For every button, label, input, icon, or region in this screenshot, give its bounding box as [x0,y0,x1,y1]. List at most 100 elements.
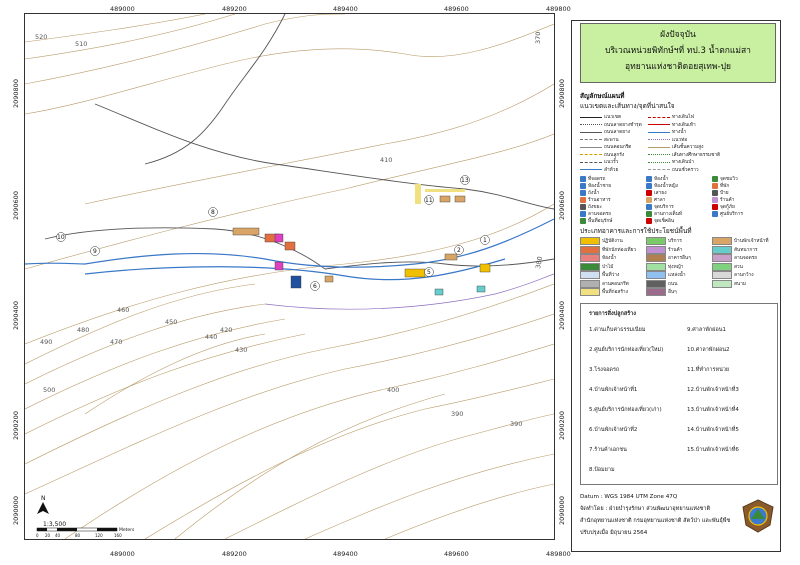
area-swatch [712,262,732,271]
area-swatch [712,237,732,245]
place-list-item: 1.ด่านเก็บค่าธรรมเนียม [589,327,646,333]
legend-line-label: สะพาน [604,137,619,143]
legend-area-label: บริการ [668,239,682,244]
legend-symbol-item: ร้านค้า [712,196,734,204]
place-list-item: 14.บ้านพักเจ้าหน้าที่5 [687,427,739,433]
area-swatch [580,237,600,245]
legend-line-item: แนวรั้ว [580,158,618,166]
area-swatch [580,262,600,271]
area-swatch [712,279,732,288]
map-symbol-icon [712,204,718,210]
coord-right-5: 2090000 [558,496,566,525]
legend-area-item: แหล่งน้ำ [646,271,686,279]
legend-area-item: บ้านพักเจ้าหน้าที่ [712,237,769,245]
legend-line-item: ทางน้ำ [648,128,686,136]
coord-top-2: 489200 [222,5,247,13]
map-symbol-icon [580,190,586,196]
svg-text:160: 160 [114,533,122,538]
legend-area-item: ห้องน้ำ [580,254,616,262]
legend-symbol-label: ลานจอดรถ [588,212,612,217]
legend-line-item: ถนนคอนกรีต [580,143,631,151]
legend-area-label: ทุ่งหญ้า [668,264,684,270]
legend-line-item: ลำห้วย [580,166,618,174]
legend-symbol-item: ที่พัก [712,182,729,190]
legend-area-item: พื้นที่ก่อสร้าง [580,288,628,296]
legend-line-item: ถนนลูกรัง [580,151,624,159]
scale-ratio: 1:3,500 [43,521,66,528]
map-symbol-icon [646,211,652,217]
contour-label-420: 420 [220,326,232,334]
legend-area-label: ป่าไม้ [602,264,614,270]
legend-area-item: สนาม [712,279,746,288]
legend-area-item: ทุ่งหญ้า [646,262,684,271]
legend-line-label: ถนนลาดยาง [604,130,631,135]
area-swatch [712,254,732,262]
legend-area-item: ถนน [646,279,678,288]
footer: Datum : WGS 1984 UTM Zone 47Q จัดทำโดย :… [580,491,740,539]
north-arrow-icon: N [37,495,49,514]
legend-line-label: แนวท่อ [672,137,688,143]
line-style-icon [580,116,602,118]
map-frame[interactable]: 1 2 5 6 8 9 10 11 13 520 510 370 410 380… [24,13,555,540]
legend-area-label: ถนน [668,281,678,287]
legend-line-label: ทางเดินเท้า [672,122,696,128]
legend-symbol-label: ลานกางเต็นท์ [654,212,683,217]
legend-line-label: ถนนลูกรัง [604,152,625,158]
coord-right-3: 2090400 [558,301,566,330]
legend-symbol-item: ห้องน้ำหญิง [646,182,678,190]
coord-left-2: 2090600 [12,191,20,220]
legend-area-label: บ้านพักเจ้าหน้าที่ [734,239,769,244]
legend-line-label: แนวรั้ว [604,160,619,165]
legend-line-item: ถนนลาดยาง [580,128,630,136]
marker-2: 2 [457,247,461,254]
line-style-icon [648,169,670,170]
contour-label-370: 370 [534,32,542,44]
coord-top-4: 489600 [444,5,469,13]
legend-symbol-label: ถังขยะ [588,205,602,210]
title-line-2: บริเวณหน่วยพิทักษ์ฯที่ ทป.3 น้ำตกแม่สา [605,46,751,56]
legend-area-label: ห้องน้ำ [602,256,617,261]
place-list-box: รายการสิ่งปลูกสร้าง 1.ด่านเก็บค่าธรรมเนี… [580,303,778,485]
map-canvas[interactable]: 1 2 5 6 8 9 10 11 13 520 510 370 410 380… [25,14,554,539]
footer-datum: Datum : WGS 1984 UTM Zone 47Q [580,494,678,500]
legend-area-label: ที่พักนักท่องเที่ยว [602,247,637,253]
legend-line-label: ถนนชั่วคราว [672,167,699,173]
legend-symbol-item: จุดเช็คอิน [646,217,674,225]
place-list-item: 4.บ้านพักเจ้าหน้าที่1 [589,387,638,393]
contour-label-520: 520 [35,33,47,41]
contour-label-500: 500 [43,386,55,394]
legend-area-label: ปฏิบัติงาน [602,239,623,244]
contour-label-390: 390 [451,410,463,418]
legend-symbol-item: ลานกางเต็นท์ [646,210,682,218]
legend-areas-heading: ประเภทอาคารและการใช้ประโยชน์พื้นที่ [580,227,692,235]
map-symbol-icon [580,204,586,210]
contour-label-480: 480 [77,326,89,334]
legend-line-item: ถนนลาดยางชำรุด [580,121,642,129]
coord-bottom-3: 489400 [333,550,358,558]
legend-line-item: เส้นชั้นความสูง [648,143,703,151]
map-symbol-icon [646,176,652,182]
building-footprints [232,184,491,296]
title-line-3: อุทยานแห่งชาติดอยสุเทพ-ปุย [625,62,731,72]
place-list-item: 11.ที่ทำการหน่วย [687,367,730,373]
place-list-item: 10.ศาลาพักผ่อน2 [687,347,730,353]
svg-text:0: 0 [36,533,39,538]
legend-symbol-label: ศูนย์บริการ [720,212,743,217]
map-symbol-icon [646,218,652,224]
legend-symbol-item: ห้องน้ำ [646,175,668,183]
boundary-line [264,273,554,310]
line-style-icon [648,161,670,163]
legend-area-label: ลานจอดรถ [734,256,758,261]
legend-symbol-item: ร้านอาหาร [580,196,611,204]
legend-symbol-item: ถังน้ำ [580,189,599,197]
legend-symbol-label: ห้องน้ำ [654,177,669,182]
legend-area-item: อาคารอื่นๆ [646,254,691,262]
line-style-icon [648,146,670,148]
legend-symbol-item: จุดชมวิว [712,175,738,183]
legend-symbol-item: จุดกู้ภัย [712,203,735,211]
place-list-item: 8.ป้อมยาม [589,467,615,473]
map-symbol-icon [712,197,718,203]
map-symbol-icon [646,190,652,196]
area-swatch [646,245,666,254]
contour-label-400: 400 [387,386,399,394]
